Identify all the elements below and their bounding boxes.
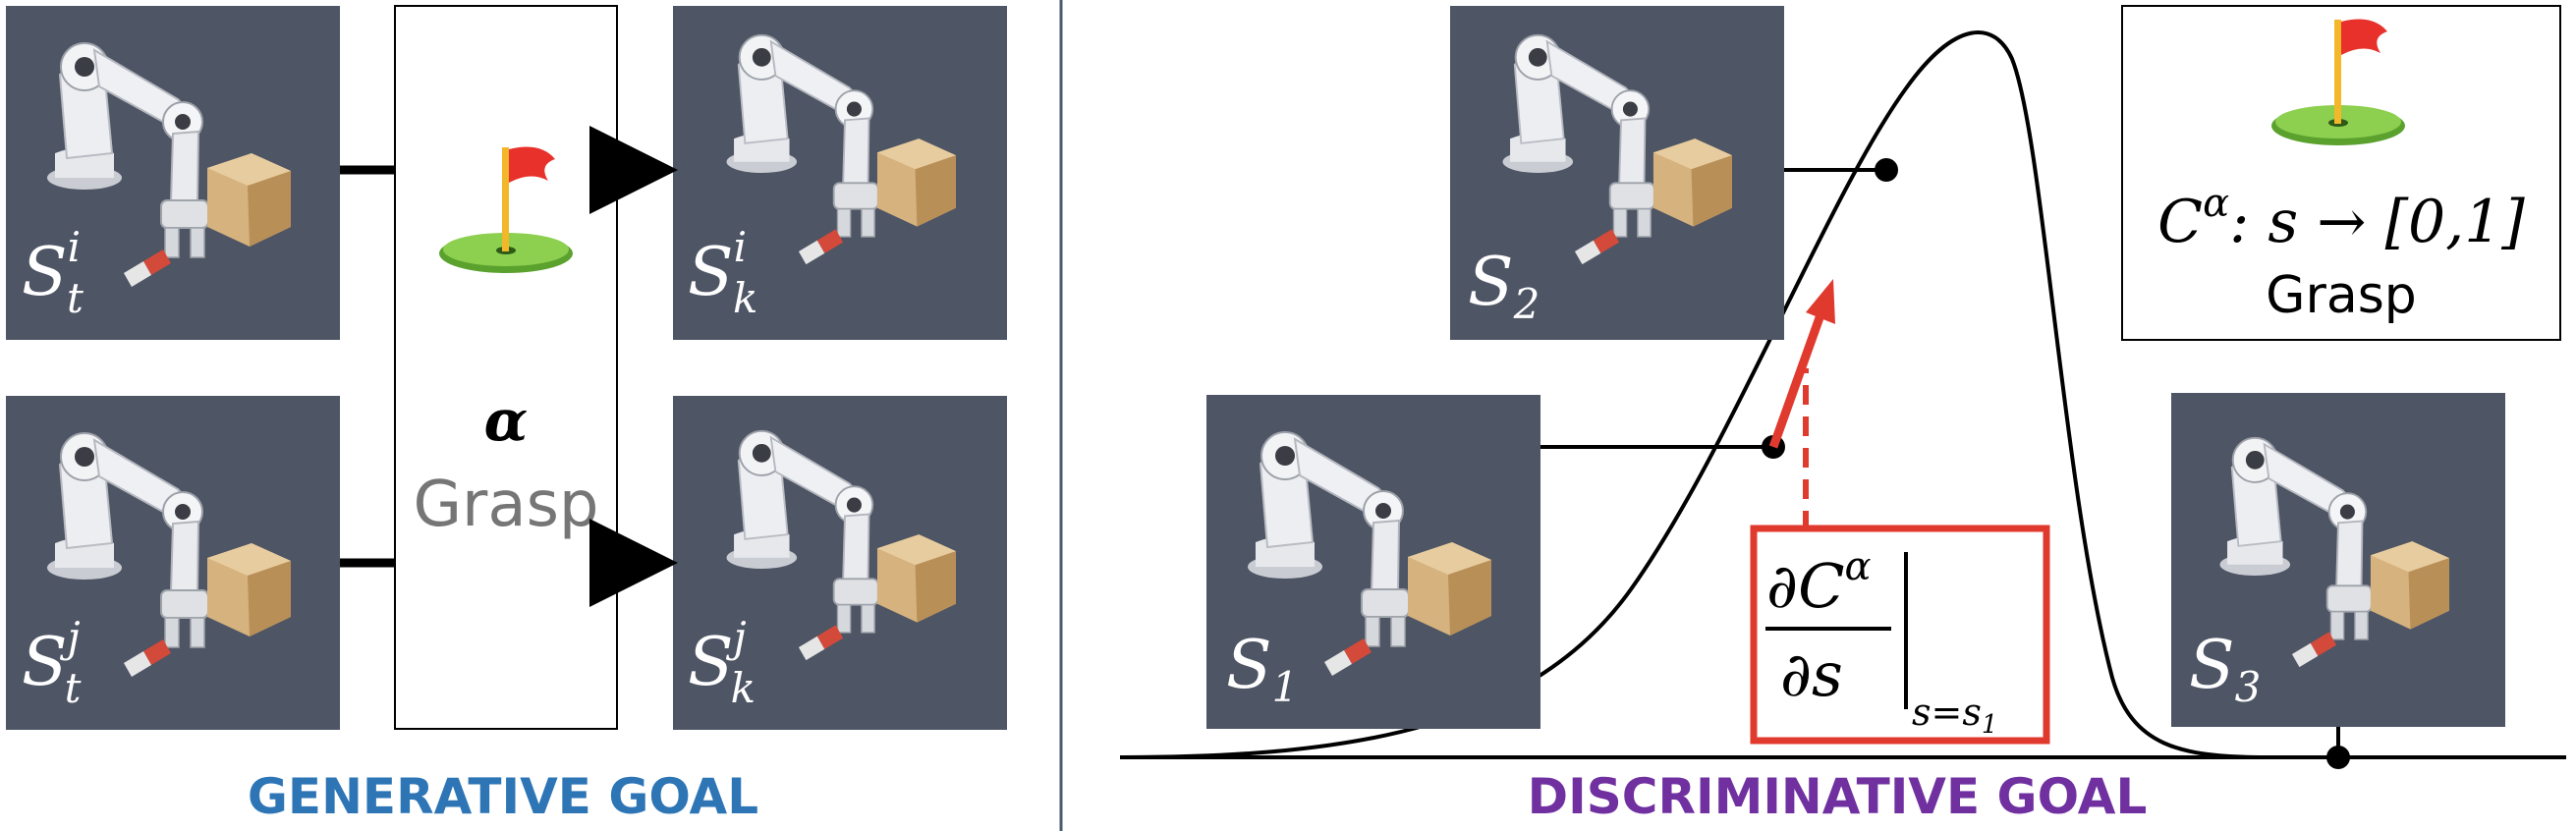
gradient-arrow-head	[1806, 279, 1835, 324]
classifier-label: Grasp	[2266, 266, 2417, 325]
state-panel-s-k-i	[673, 6, 1007, 340]
gradient-arrow-shaft	[1768, 307, 1827, 449]
curve-point-s2	[1875, 158, 1898, 182]
gradient-eval-subscript: s=s1	[1912, 691, 1997, 740]
generative-goal-title: GENERATIVE GOAL	[248, 768, 758, 825]
state-panel-s2: S2	[1450, 6, 1784, 340]
state-label-s2: S2	[1468, 244, 1540, 328]
classifier-definition: Cα: s → [0,1]	[2157, 181, 2525, 256]
state-panel-s-k-j	[673, 396, 1007, 730]
state-panel-s-t-i	[6, 6, 340, 340]
discriminative-section: S2 S1 ∂Cα ∂s s=s1 S3	[1119, 5, 2566, 825]
goal-box	[394, 5, 618, 730]
state-label-s1: S1	[1226, 627, 1298, 711]
curve-point-s3	[2326, 746, 2350, 769]
gradient-box	[1750, 525, 2050, 745]
goal-label: Grasp	[413, 469, 598, 541]
state-panel-s3: S3	[2171, 393, 2505, 727]
state-panel-s1: S1	[1206, 395, 1540, 729]
discriminative-goal-title: DISCRIMINATIVE GOAL	[1528, 768, 2148, 825]
gradient-numerator: ∂Cα	[1766, 544, 1872, 622]
state-panel-s-t-j	[6, 396, 340, 730]
state-label-s3: S3	[2189, 627, 2261, 711]
goal-symbol: α	[484, 387, 529, 454]
gradient-denominator: ∂s	[1780, 638, 1843, 710]
